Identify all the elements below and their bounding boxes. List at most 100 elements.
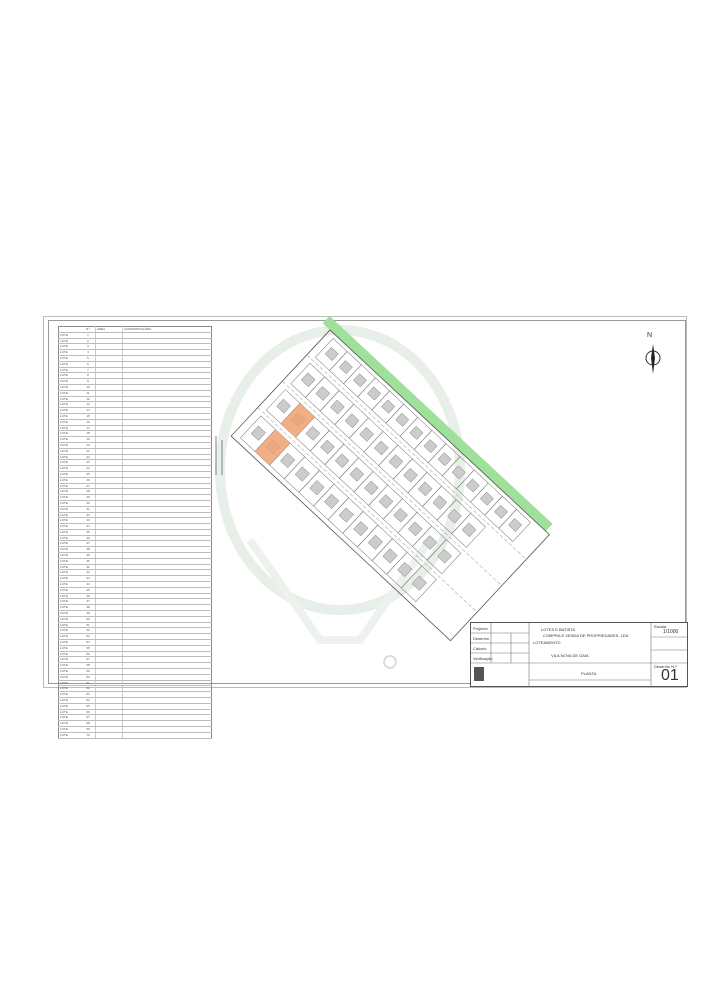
lot-prefix: LOTE — [58, 454, 81, 461]
lot-number: 59 — [81, 668, 96, 675]
lot-confrontations — [122, 540, 212, 548]
lot-number: 13 — [81, 401, 96, 409]
lot-area — [95, 529, 123, 536]
lot-prefix: LOTE — [58, 697, 81, 704]
lot-prefix: LOTE — [58, 471, 81, 478]
lot-number: 44 — [81, 581, 96, 588]
building-footprint — [508, 518, 523, 532]
table-header-cell: N.º — [81, 326, 96, 333]
lot-confrontations — [122, 361, 212, 368]
lot-confrontations — [122, 500, 212, 507]
site-boundary — [230, 329, 550, 642]
lot-area — [95, 546, 123, 554]
lot-number: 70 — [81, 732, 96, 739]
lot-number: 16 — [81, 419, 96, 426]
label-projecto: Projecto — [473, 626, 488, 631]
building-footprint — [276, 398, 291, 414]
lot-number: 34 — [81, 523, 96, 530]
north-label: N — [647, 332, 653, 339]
lot-area — [95, 622, 123, 629]
lot-prefix: LOTE — [58, 569, 81, 577]
lot-area — [95, 598, 123, 606]
lot-prefix: LOTE — [58, 384, 81, 391]
lot-number: 35 — [81, 529, 96, 536]
lot-area — [95, 558, 123, 565]
lot-number: 63 — [81, 691, 96, 698]
lot-number: 31 — [81, 506, 96, 513]
lot-number: 32 — [81, 512, 96, 519]
lot-area — [95, 355, 123, 362]
lot-confrontations — [122, 680, 212, 687]
lot-confrontations — [122, 407, 212, 414]
lot-confrontations — [122, 662, 212, 669]
lot-prefix: LOTE — [58, 703, 81, 710]
lot-confrontations — [122, 372, 212, 380]
lot-confrontations — [122, 436, 212, 443]
building-footprint — [353, 373, 367, 388]
lot-prefix: LOTE — [58, 598, 81, 606]
north-arrow-icon — [645, 344, 661, 374]
lot-number: 39 — [81, 552, 96, 559]
highlighted-lot — [254, 429, 291, 466]
lot-number: 10 — [81, 384, 96, 391]
lot-area — [95, 691, 123, 698]
sheet-border — [43, 316, 687, 688]
lot-prefix: LOTE — [58, 622, 81, 629]
lot-area — [95, 483, 123, 490]
scale-value: 1/1000 — [663, 629, 679, 635]
lot-confrontations — [122, 685, 212, 693]
label-desenho: Desenho — [473, 636, 490, 641]
building-footprint — [338, 360, 353, 375]
building-footprint — [465, 478, 480, 493]
lot-number: 23 — [81, 459, 96, 467]
drawing-frame — [48, 320, 686, 684]
lot-confrontations — [122, 413, 212, 420]
lot-number: 27 — [81, 483, 96, 490]
lot-number: 47 — [81, 598, 96, 606]
lot-area — [95, 610, 123, 617]
lot-confrontations — [122, 465, 212, 472]
lot-prefix: LOTE — [58, 651, 81, 658]
building-footprint — [451, 465, 466, 480]
lot-area — [95, 332, 123, 339]
lot-confrontations — [122, 709, 212, 716]
lot-prefix: LOTE — [58, 668, 81, 675]
lot-number: 36 — [81, 535, 96, 542]
lot-prefix: LOTE — [58, 685, 81, 693]
lot-area — [95, 430, 123, 438]
lot-area — [95, 459, 123, 467]
lot-number: 11 — [81, 390, 96, 397]
drawing-title: PLANTA — [581, 671, 597, 676]
building-footprint — [330, 399, 345, 415]
lot-prefix: LOTE — [58, 564, 81, 571]
table-header-cell — [58, 326, 81, 333]
building-footprint — [364, 480, 379, 496]
lot-area — [95, 407, 123, 414]
lot-prefix: LOTE — [58, 459, 81, 467]
lot-number: 24 — [81, 465, 96, 472]
lot-confrontations — [122, 367, 212, 374]
lot-prefix: LOTE — [58, 709, 81, 716]
lot-prefix: LOTE — [58, 720, 81, 727]
lot-area — [95, 384, 123, 391]
lot-prefix: LOTE — [58, 540, 81, 548]
lot-area — [95, 720, 123, 727]
lot-number: 21 — [81, 448, 96, 455]
